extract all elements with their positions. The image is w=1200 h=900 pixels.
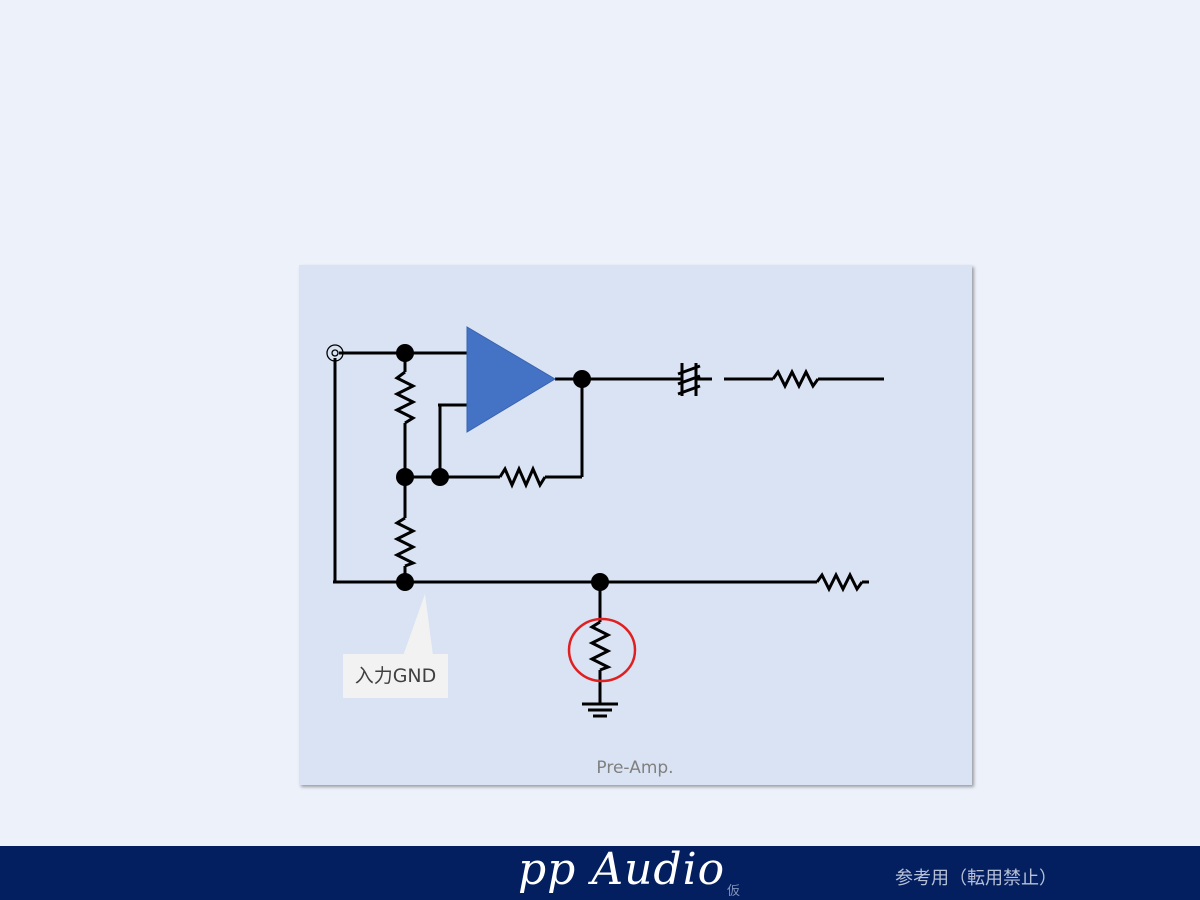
brand-mark: 仮 — [727, 884, 741, 899]
junction-dot — [573, 370, 591, 388]
input-gnd-callout-label: 入力GND — [343, 654, 448, 698]
highlight-circle — [567, 617, 637, 683]
output-capacitor-hatch — [677, 384, 701, 396]
panel-caption: Pre-Amp. — [596, 758, 674, 778]
feedback-resistor — [498, 465, 547, 489]
junction-dot — [396, 573, 414, 591]
ground-symbol — [582, 702, 618, 718]
junction-dot — [396, 344, 414, 362]
op-amp — [466, 326, 556, 433]
brand-logo: pp Audio — [518, 844, 726, 895]
ground-bus-resistor — [815, 571, 864, 593]
ground-resistor — [588, 620, 612, 672]
output-resistor — [771, 368, 820, 390]
divider-resistor-bottom — [393, 516, 417, 568]
callout-pointer — [403, 594, 433, 656]
footer-bar: pp Audio 仮 参考用（転用禁止） — [0, 844, 1200, 900]
junction-dot — [396, 468, 414, 486]
junction-dot — [591, 573, 609, 591]
output-capacitor-hatch — [677, 364, 701, 376]
input-jack-icon — [326, 344, 344, 362]
junction-dot — [431, 468, 449, 486]
divider-resistor-top — [393, 370, 417, 425]
usage-notice: 参考用（転用禁止） — [895, 868, 1057, 889]
output-capacitor-hatch — [677, 374, 701, 386]
